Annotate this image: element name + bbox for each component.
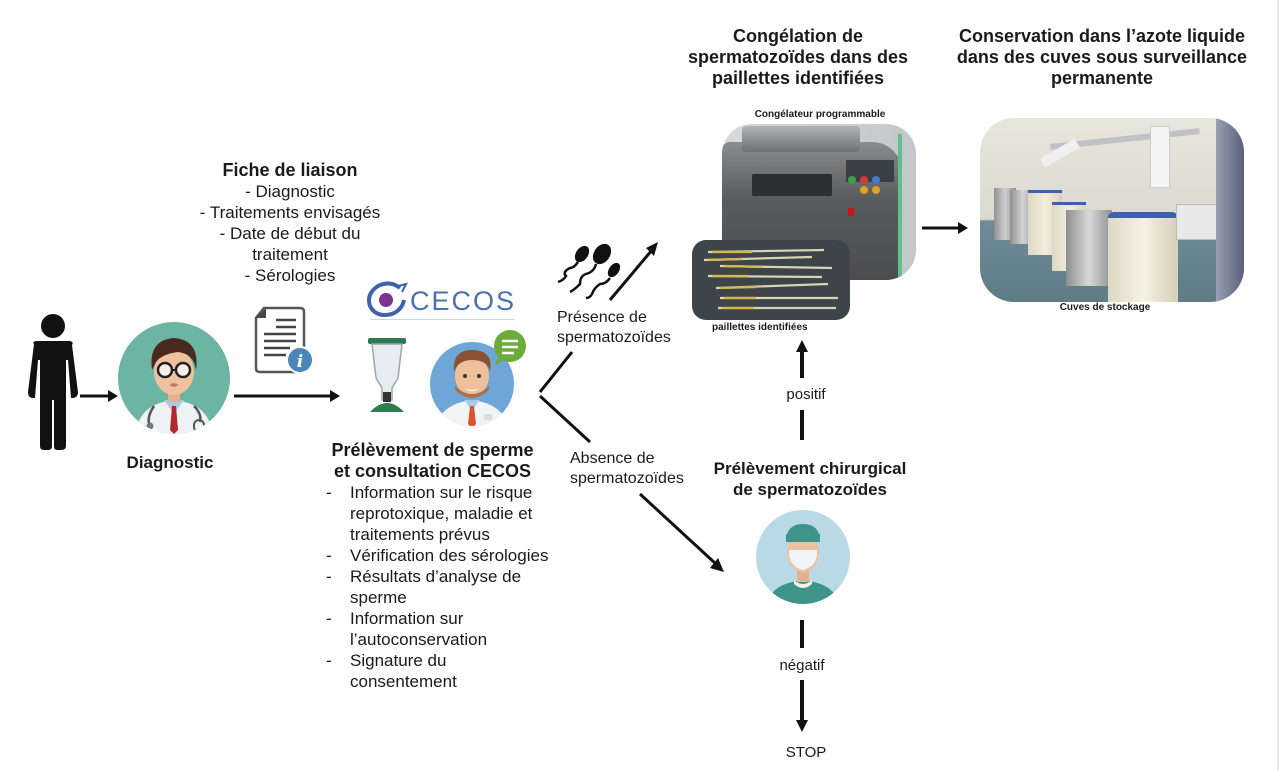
arrow-to-congelation xyxy=(608,242,658,301)
branch-lines xyxy=(538,351,592,444)
cecos-logo-underline xyxy=(370,319,514,320)
patient-silhouette-icon xyxy=(28,314,78,450)
congelation-title: Congélation de spermatozoïdes dans des p… xyxy=(687,26,909,88)
straws-graphic xyxy=(703,248,838,310)
cecos-logo-text: CECOS xyxy=(410,286,517,316)
cecos-title: Prélèvement de sperme et consultation CE… xyxy=(320,440,545,482)
fiche-line: - Date de début du xyxy=(219,224,361,243)
right-edge-divider xyxy=(1277,0,1279,770)
cecos-logo-mark-icon xyxy=(367,281,408,317)
document-info-icon: i xyxy=(254,306,314,374)
fiche-line: traitement xyxy=(252,245,328,264)
positif-label: positif xyxy=(786,386,826,403)
branch-up-line xyxy=(538,351,574,393)
chirurgical-title: Prélèvement chirurgical de spermatozoïde… xyxy=(713,459,907,499)
list-item: -Information sur le risque reprotoxique,… xyxy=(326,483,533,544)
cecos-title-line: et consultation CECOS xyxy=(333,461,531,481)
storage-caption: Cuves de stockage xyxy=(1059,302,1151,313)
arrow-positif xyxy=(796,340,808,378)
spermatozoa-icon xyxy=(557,243,621,300)
cecos-logo: CECOS xyxy=(366,281,517,322)
cecos-doctor-avatar-icon xyxy=(430,330,526,426)
list-item: -Vérification des sérologies xyxy=(326,546,549,565)
line-negatif-upper xyxy=(800,620,804,648)
presence-label: Présence de spermatozoïdes xyxy=(557,309,671,346)
fiche-line: - Traitements envisagés xyxy=(199,203,381,222)
list-item: -Information sur l’autoconservation xyxy=(326,609,488,649)
fiche-de-liaison: Fiche de liaison - Diagnostic - Traiteme… xyxy=(170,160,410,286)
conservation-title: Conservation dans l’azote liquide dans d… xyxy=(956,26,1248,88)
straws-caption: paillettes identifiées xyxy=(712,322,808,333)
absence-label: Absence de spermatozoïdes xyxy=(570,450,684,487)
diagnostic-label: Diagnostic xyxy=(126,453,214,472)
line-positif-lower xyxy=(800,410,804,440)
list-item: -Résultats d’analyse de sperme xyxy=(326,567,522,607)
arrow-to-chirurgical xyxy=(638,492,724,572)
straws-photo xyxy=(692,240,850,320)
branch-down-line xyxy=(538,394,592,444)
stop-label: STOP xyxy=(785,744,827,761)
fiche-line: - Sérologies xyxy=(244,266,336,285)
fiche-title: Fiche de liaison xyxy=(222,160,358,180)
doctor-avatar-icon xyxy=(118,322,230,434)
surgeon-avatar-icon xyxy=(756,510,850,604)
fiche-line: - Diagnostic xyxy=(245,182,335,201)
cecos-title-line: Prélèvement de sperme xyxy=(331,440,534,460)
negatif-label: négatif xyxy=(779,657,825,674)
freezer-caption: Congélateur programmable xyxy=(754,109,886,120)
arrow-doctor-to-cecos xyxy=(234,390,340,402)
list-item: -Signature du consentement xyxy=(326,651,457,691)
collection-cup-icon xyxy=(368,338,406,412)
arrow-negatif xyxy=(796,680,808,732)
arrow-patient-to-doctor xyxy=(80,390,118,402)
cecos-items-list: -Information sur le risque reprotoxique,… xyxy=(326,482,552,692)
arrow-to-conservation xyxy=(922,222,968,234)
svg-text:i: i xyxy=(297,352,303,372)
storage-tanks-photo xyxy=(980,118,1244,302)
